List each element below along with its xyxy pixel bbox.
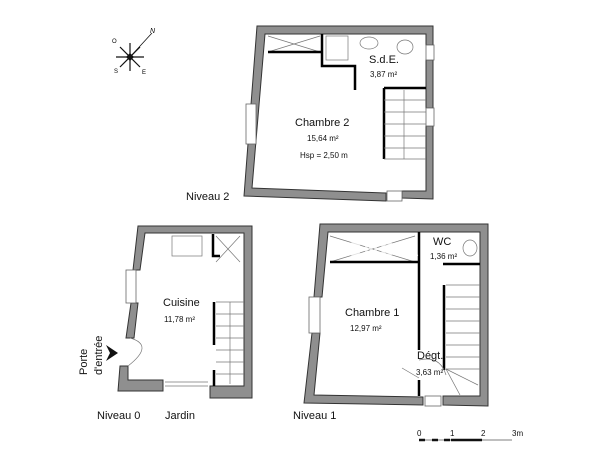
level-2-plan: S.d.E. 3,87 m² Chambre 2 15,64 m² Hsp = … [186, 25, 435, 203]
entrance-label-line2: d'entrée [93, 336, 105, 375]
room-chambre2-height: Hsp = 2,50 m [300, 151, 348, 160]
room-sde-area: 3,87 m² [370, 70, 397, 79]
watermark-logo: FONCIA [332, 239, 421, 261]
room-chambre1-name: Chambre 1 [345, 307, 399, 319]
room-cuisine-name: Cuisine [163, 297, 200, 309]
level-2-label: Niveau 2 [186, 191, 229, 203]
compass-s: S [114, 69, 118, 75]
scale-tick-0: 0 [417, 429, 422, 438]
compass-o: O [112, 39, 117, 45]
room-wc-area: 1,36 m² [430, 252, 457, 261]
room-cuisine-area: 11,78 m² [164, 315, 195, 324]
room-chambre2-area: 15,64 m² [307, 134, 339, 143]
scale-tick-3: 3m [512, 429, 523, 438]
compass-icon: N E S O [112, 28, 156, 76]
level-0-plan: Porte d'entrée Cuisine 11,78 m² Niveau 0… [78, 225, 253, 422]
scale-tick-2: 2 [481, 429, 486, 438]
room-wc-name: WC [433, 236, 451, 248]
level-0-label: Niveau 0 [97, 410, 140, 422]
compass-e: E [142, 70, 146, 76]
compass-n: N [150, 28, 156, 35]
level-1-label: Niveau 1 [293, 410, 336, 422]
room-sde-name: S.d.E. [369, 54, 399, 66]
entrance-arrow-icon [106, 345, 118, 361]
room-degt-area: 3,63 m² [416, 368, 443, 377]
room-chambre2-name: Chambre 2 [295, 117, 349, 129]
entrance-label-line1: Porte [78, 349, 90, 375]
room-chambre1-area: 12,97 m² [350, 324, 382, 333]
garden-label: Jardin [165, 410, 195, 422]
level-1-plan: WC 1,36 m² Chambre 1 12,97 m² Dégt. 3,63… [293, 223, 489, 422]
scale-bar: 0 1 2 3m [417, 429, 523, 442]
scale-tick-1: 1 [450, 429, 455, 438]
room-degt-name: Dégt. [417, 350, 443, 362]
